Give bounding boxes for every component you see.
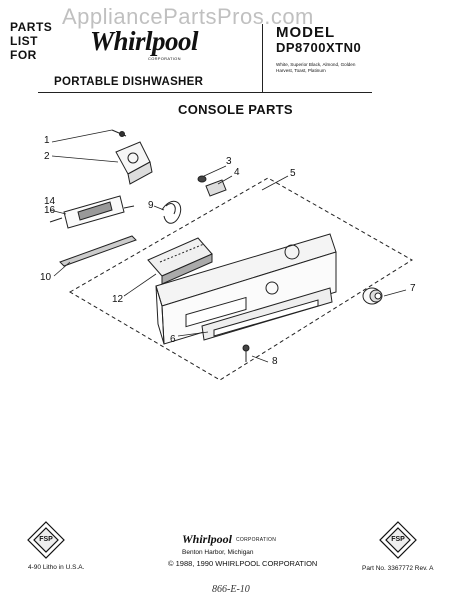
model-box — [262, 24, 373, 92]
callout-12: 12 — [112, 294, 124, 305]
footer-brand: Whirlpool — [182, 532, 233, 546]
callout-1: 1 — [44, 135, 50, 146]
callout-7: 7 — [410, 283, 416, 294]
rod-part — [59, 235, 137, 267]
section-title: CONSOLE PARTS — [178, 102, 293, 117]
print-code: 4-90 Litho in U.S.A. — [28, 564, 85, 571]
fsp-badge-right-shape — [379, 521, 417, 559]
callout-4: 4 — [234, 167, 240, 178]
callout-8: 8 — [272, 356, 278, 367]
screw-part-1 — [111, 129, 127, 137]
cable-part — [161, 200, 182, 224]
switch-housing — [115, 141, 153, 185]
callout-6: 6 — [170, 334, 176, 345]
parts-line: PARTS — [10, 20, 53, 34]
model-label: MODEL — [276, 24, 336, 41]
fsp-badge-left-shape — [27, 521, 65, 559]
callout-5: 5 — [290, 168, 296, 179]
callout-3: 3 — [226, 156, 232, 167]
callout-2: 2 — [44, 151, 50, 162]
callout-16: 16 — [44, 205, 56, 216]
product-title: PORTABLE DISHWASHER — [54, 76, 204, 88]
callout-14: 14 — [44, 196, 56, 207]
watermark-text: AppliancePartsPros.com — [62, 4, 314, 29]
dial-knob-hole — [284, 244, 300, 260]
footer-copyright: © 1988, 1990 WHIRLPOOL CORPORATION — [168, 559, 318, 568]
control-module — [63, 195, 125, 229]
part-number: Part No. 3367772 Rev. A — [362, 565, 434, 572]
callout-10: 10 — [40, 272, 52, 283]
header-rule — [38, 92, 372, 94]
footer-address: Benton Harbor, Michigan — [182, 549, 254, 556]
assembly-outline — [69, 177, 413, 381]
leader-lines — [49, 129, 407, 363]
color-options: White, Superior Black, Almond, Golden Ha… — [276, 62, 356, 73]
model-number: DP8700XTN0 — [276, 40, 362, 55]
fsp-badge-left: FSP — [39, 536, 53, 543]
for-line: FOR — [10, 48, 37, 62]
callout-9: 9 — [148, 200, 154, 211]
brand-corporation: CORPORATION — [148, 56, 181, 61]
fsp-badge-right: FSP — [391, 536, 405, 543]
circuit-board — [147, 237, 213, 285]
handwritten-note: 866-E-10 — [212, 584, 250, 595]
parts-list-label: PARTS LIST FOR — [10, 20, 52, 62]
clip-parts — [197, 175, 227, 197]
knob-part — [362, 287, 383, 305]
brand-logo: Whirlpool — [90, 26, 199, 56]
footer-corporation: CORPORATION — [236, 537, 277, 543]
screw-part-8 — [242, 344, 250, 362]
list-line: LIST — [10, 34, 38, 48]
